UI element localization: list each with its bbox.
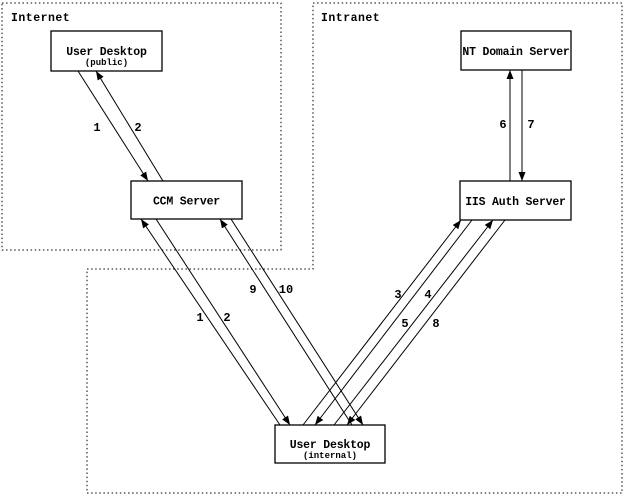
node-user-desktop-internal-subtitle: (internal): [303, 451, 357, 461]
edge-step-1-line: [77, 70, 149, 182]
node-user-desktop-internal-box: [274, 424, 386, 464]
node-nt-domain-server-box: [460, 30, 572, 71]
edge-step-6-label: 6: [499, 118, 506, 132]
edge-step-2-label: 2: [134, 121, 141, 135]
edge-step-1-line: [140, 218, 281, 426]
node-user-desktop-public-title: User Desktop: [66, 46, 147, 59]
edge-step-1-label: 1: [196, 311, 203, 325]
edge-step-9-label: 9: [249, 283, 256, 297]
region-label-intranet: Intranet: [321, 12, 380, 25]
node-user-desktop-public-subtitle: (public): [85, 58, 128, 68]
node-user-desktop-internal-title: User Desktop: [290, 439, 371, 452]
edge-step-4-line: [314, 219, 473, 426]
edge-step-9-line: [219, 218, 353, 426]
edge-step-2-line: [155, 218, 291, 426]
node-ccm-server-box: [130, 180, 243, 220]
node-iis-auth-server-box: [459, 180, 572, 221]
edge-step-3-label: 3: [394, 288, 401, 302]
edge-step-5-label: 5: [401, 317, 408, 331]
edge-step-5-line: [333, 219, 494, 426]
edge-step-2-label: 2: [223, 311, 230, 325]
edge-step-8-label: 8: [432, 317, 439, 331]
node-nt-domain-server-title: NT Domain Server: [462, 46, 570, 59]
edge-step-4-label: 4: [424, 288, 431, 302]
edge-step-3-line: [302, 219, 462, 426]
region-border-intranet: [86, 2, 623, 494]
node-user-desktop-public-box: [50, 30, 163, 72]
edge-step-1-label: 1: [93, 121, 100, 135]
node-iis-auth-server-title: IIS Auth Server: [465, 196, 566, 209]
edge-step-8-line: [346, 219, 506, 426]
region-border-internet: [1, 2, 282, 251]
node-ccm-server-title: CCM Server: [153, 196, 220, 209]
edge-step-10-label: 10: [279, 283, 293, 297]
edge-step-10-line: [230, 218, 364, 426]
region-label-internet: Internet: [11, 12, 70, 25]
node-layer: [50, 30, 572, 464]
edge-layer: [77, 70, 526, 426]
edge-step-7-label: 7: [527, 118, 534, 132]
edge-step-2-line: [95, 70, 164, 182]
